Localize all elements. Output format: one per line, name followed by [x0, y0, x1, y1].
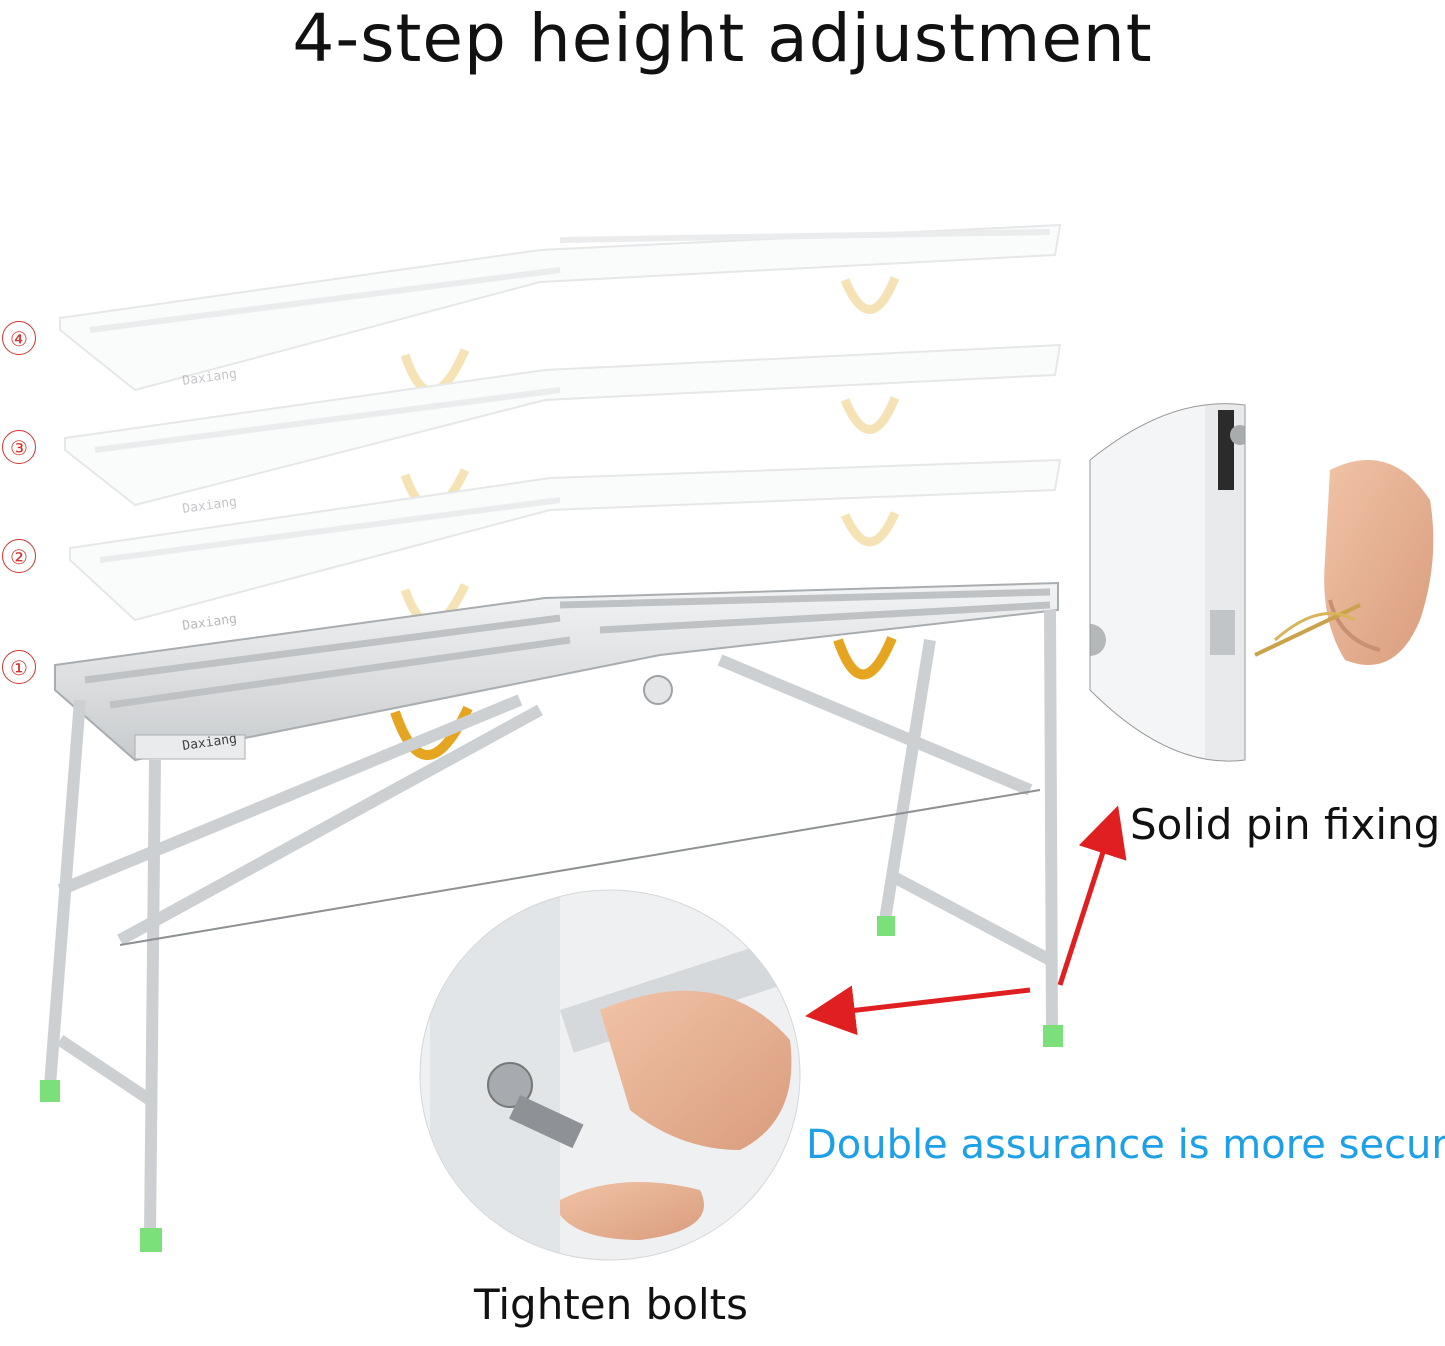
page-title: 4-step height adjustment [292, 0, 1153, 77]
hand-holding-pin [1254, 460, 1434, 665]
ghost-platforms [59, 223, 1062, 629]
foot-right-front [1043, 1025, 1063, 1047]
foot-left-front [40, 1080, 60, 1102]
arrow-to-pin [1057, 805, 1127, 986]
step-4-marker: ④ [2, 321, 36, 355]
main-platform [54, 581, 1059, 762]
caption-double-assurance: Double assurance is more secure [806, 1122, 1445, 1168]
bolt-detail-inset [420, 890, 800, 1260]
arrow-to-bolts [805, 985, 1031, 1036]
brand-label-ghost-2: Daxiang [181, 611, 237, 633]
step-1-marker: ① [2, 650, 36, 684]
ghost-platform-2 [69, 458, 1062, 629]
caption-solid-pin: Solid pin fixing [1130, 800, 1441, 849]
caption-tighten-bolts: Tighten bolts [474, 1280, 748, 1329]
pin-detail-inset [1090, 403, 1245, 762]
ghost-platform-4 [59, 223, 1062, 396]
step-3-marker: ③ [2, 430, 36, 464]
ghost-platform-3 [64, 343, 1062, 514]
scaffold-legs [44, 609, 1058, 1236]
foot-right-back [877, 916, 895, 936]
step-2-marker: ② [2, 539, 36, 573]
foot-left-back [140, 1228, 162, 1252]
brand-label-ghost-3: Daxiang [181, 494, 237, 516]
